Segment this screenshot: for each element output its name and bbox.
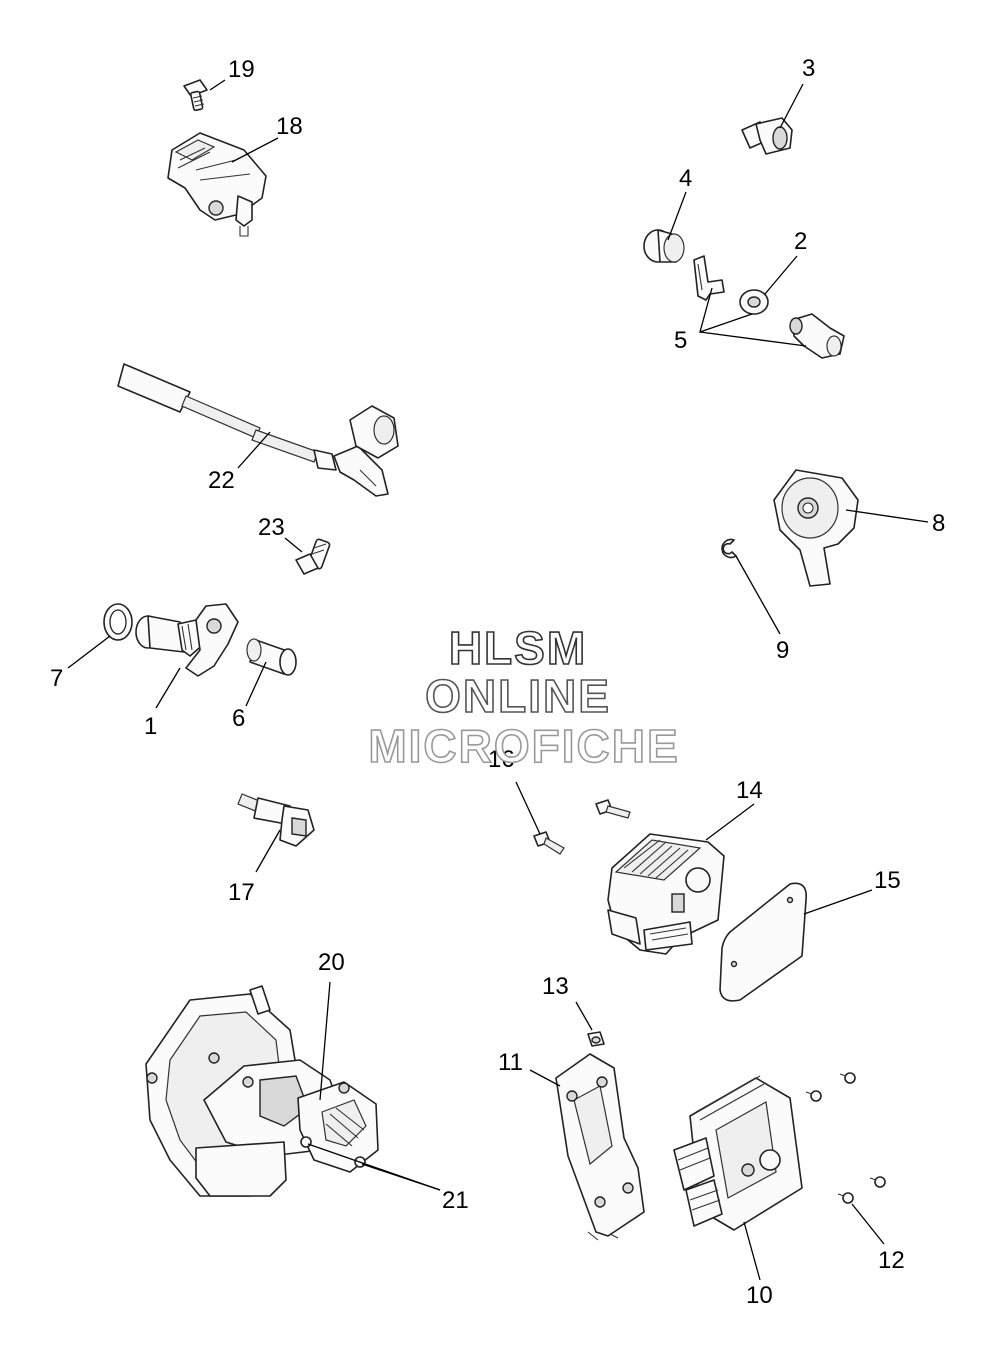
map-sensor-icon[interactable] bbox=[167, 132, 267, 237]
callout-23: 23 bbox=[258, 514, 285, 541]
watermark: HLSM ONLINE MICROFICHE bbox=[368, 621, 679, 773]
callout-1: 1 bbox=[144, 713, 157, 740]
mounting-bracket-icon[interactable] bbox=[555, 1053, 645, 1241]
callout-21: 21 bbox=[442, 1187, 469, 1214]
module-housing-icon[interactable] bbox=[607, 833, 725, 955]
small-screw-icon[interactable] bbox=[805, 1072, 886, 1204]
callout-5: 5 bbox=[674, 327, 687, 354]
speed-sensor-cable-icon[interactable] bbox=[117, 363, 399, 497]
callout-19: 19 bbox=[228, 56, 255, 83]
throttle-body-icon[interactable] bbox=[145, 985, 379, 1197]
callout-10: 10 bbox=[746, 1282, 773, 1309]
connector-kit-icon[interactable] bbox=[693, 255, 845, 359]
callout-11: 11 bbox=[498, 1049, 523, 1076]
callout-3: 3 bbox=[802, 55, 815, 82]
callout-9: 9 bbox=[776, 637, 789, 664]
callout-13: 13 bbox=[542, 973, 569, 1000]
callout-20: 20 bbox=[318, 949, 345, 976]
bolt-icon[interactable] bbox=[295, 538, 331, 575]
callout-14: 14 bbox=[736, 777, 763, 804]
leader-lines bbox=[67, 79, 929, 1281]
callout-12: 12 bbox=[878, 1247, 905, 1274]
clip-icon[interactable] bbox=[721, 538, 737, 559]
cap-icon[interactable] bbox=[643, 229, 685, 263]
callout-7: 7 bbox=[50, 665, 63, 692]
sleeve-icon[interactable] bbox=[246, 638, 297, 676]
callout-18: 18 bbox=[276, 113, 303, 140]
screw-icon[interactable] bbox=[533, 799, 631, 855]
watermark-line-3: MICROFICHE bbox=[368, 720, 679, 772]
gasket-plate-icon[interactable] bbox=[719, 882, 807, 1002]
callout-2: 2 bbox=[794, 228, 807, 255]
washer-icon[interactable] bbox=[739, 289, 769, 315]
callout-15: 15 bbox=[874, 867, 901, 894]
watermark-line-2: ONLINE bbox=[425, 670, 611, 722]
callout-22: 22 bbox=[208, 467, 235, 494]
screw-icon[interactable] bbox=[587, 1031, 605, 1047]
bolt-icon[interactable] bbox=[183, 79, 208, 112]
callout-6: 6 bbox=[232, 705, 245, 732]
plug-icon[interactable] bbox=[741, 117, 793, 155]
callout-16: 16 bbox=[488, 746, 515, 773]
temperature-sensor-icon[interactable] bbox=[237, 793, 315, 847]
callout-8: 8 bbox=[932, 510, 945, 537]
callout-labels: 19 18 3 4 2 5 22 23 7 1 6 8 9 16 14 15 1… bbox=[50, 55, 945, 1309]
knock-sensor-icon[interactable] bbox=[773, 469, 859, 587]
watermark-line-1: HLSM bbox=[449, 622, 587, 674]
callout-17: 17 bbox=[228, 879, 255, 906]
ecu-module-icon[interactable] bbox=[673, 1075, 803, 1231]
callout-4: 4 bbox=[679, 165, 692, 192]
o-ring-icon[interactable] bbox=[103, 603, 133, 641]
cam-position-sensor-icon[interactable] bbox=[135, 603, 239, 677]
